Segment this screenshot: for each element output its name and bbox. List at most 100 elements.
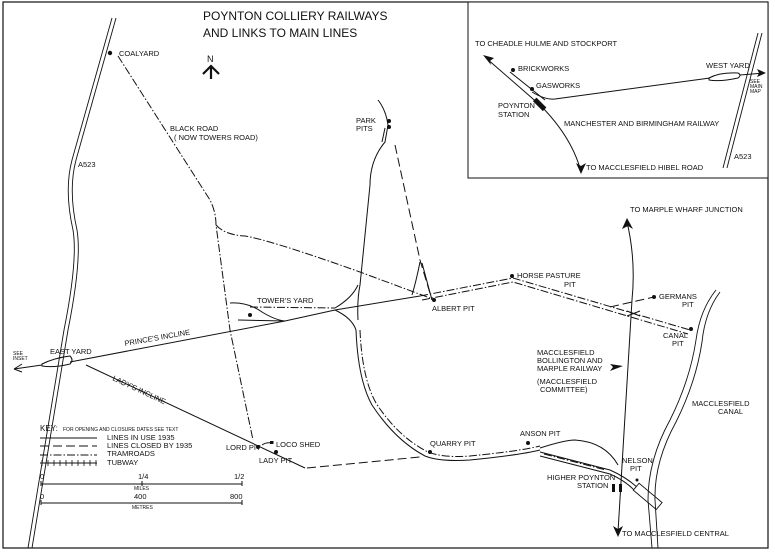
west-yard xyxy=(708,72,741,82)
poynton-station-marker xyxy=(532,97,547,112)
lord-pit-label: LORD PIT xyxy=(226,443,261,452)
scale-metres-unit: METRES xyxy=(132,505,154,511)
inset-see-main-1: SEE xyxy=(750,79,761,85)
key-item-tubway: TUBWAY xyxy=(107,458,138,467)
map-key: KEY: FOR OPENING AND CLOSURE DATES SEE T… xyxy=(40,424,192,467)
princes-incline xyxy=(69,295,421,363)
park-pit-marker-2 xyxy=(387,125,391,129)
horse-pasture-label-2: PIT xyxy=(564,280,576,289)
tramroad-east xyxy=(215,224,431,299)
macc-central-arrowhead-icon xyxy=(613,526,623,537)
black-road-label: BLACK ROAD xyxy=(170,124,219,133)
inset-brickworks-label: BRICKWORKS xyxy=(518,64,569,73)
inset-mbr-label: MANCHESTER AND BIRMINGHAM RAILWAY xyxy=(564,119,719,128)
scale-miles-half: 1/2 xyxy=(234,472,244,481)
crossing-mark-icon xyxy=(626,310,641,317)
albert-pit-marker xyxy=(432,298,436,302)
higher-poynton-label-2: STATION xyxy=(577,481,608,490)
cheadle-arrowhead-icon xyxy=(483,55,494,65)
anson-pit-marker xyxy=(526,441,530,445)
nelson-pit-label-1: NELSON xyxy=(622,456,653,465)
east-yard xyxy=(41,355,73,368)
anson-pit-label: ANSON PIT xyxy=(520,429,561,438)
horse-pasture-marker xyxy=(510,274,514,278)
inset-a523-label: A523 xyxy=(734,152,752,161)
inset-poynton-label-2: STATION xyxy=(498,110,529,119)
inset-see-main-3: MAP xyxy=(750,89,762,95)
inset-a523-road-2 xyxy=(726,32,763,169)
mbm-pointer-icon xyxy=(610,364,623,371)
mbm-label-5: COMMITTEE) xyxy=(540,385,588,394)
canal-pit-marker xyxy=(689,327,693,331)
macc-canal-label-1: MACCLESFIELD xyxy=(692,399,750,408)
towers-yard-marker xyxy=(248,313,252,317)
quarry-pit-marker xyxy=(428,450,432,454)
marple-wharf-label: TO MARPLE WHARF JUNCTION xyxy=(630,205,743,214)
macc-canal-label-2: CANAL xyxy=(718,407,743,416)
towers-road-label: ( NOW TOWERS ROAD) xyxy=(174,133,258,142)
inset-map: TO CHEADLE HULME AND STOCKPORT BRICKWORK… xyxy=(467,1,769,179)
horse-pasture-label-1: HORSE PASTURE xyxy=(517,271,581,280)
park-pits-lines xyxy=(357,99,433,321)
ladys-incline-label: LADY'S INCLINE xyxy=(111,374,167,407)
higher-poynton-platform-1 xyxy=(612,484,615,492)
inset-west-yard-label: WEST YARD xyxy=(706,61,750,70)
key-item-solid: LINES IN USE 1935 xyxy=(107,433,175,442)
closed-line-to-quarry xyxy=(306,456,421,469)
canal-pit-label-2: PIT xyxy=(672,339,684,348)
main-curve-line xyxy=(355,329,619,466)
key-heading: KEY: xyxy=(40,424,58,433)
map-title-line2: AND LINKS TO MAIN LINES xyxy=(203,26,357,40)
inset-cheadle-label: TO CHEADLE HULME AND STOCKPORT xyxy=(475,39,618,48)
germans-branch xyxy=(609,296,655,308)
inset-poynton-label-1: POYNTON xyxy=(498,101,535,110)
park-pits-label-2: PITS xyxy=(356,124,373,133)
higher-poynton-label-1: HIGHER POYNTON xyxy=(547,473,615,482)
coalyard-label: COALYARD xyxy=(119,49,160,58)
loco-shed-marker xyxy=(270,441,274,444)
mbm-label-1: MACCLESFIELD xyxy=(537,348,595,357)
see-inset-arrowhead-icon xyxy=(13,363,23,373)
scale-miles: 0 1/4 1/2 MILES xyxy=(40,472,244,492)
north-label: N xyxy=(207,54,214,64)
scale-metres-0: 0 xyxy=(40,492,44,501)
brickworks-marker xyxy=(511,68,515,72)
north-arrow-icon: N xyxy=(202,54,220,79)
key-item-dashed: LINES CLOSED BY 1935 xyxy=(107,441,192,450)
hibel-arrowhead-icon xyxy=(576,163,586,174)
lord-pit-marker xyxy=(256,445,260,449)
a523-road xyxy=(27,17,117,549)
key-note: FOR OPENING AND CLOSURE DATES SEE TEXT xyxy=(63,427,178,433)
scale-miles-quarter: 1/4 xyxy=(138,472,148,481)
a523-label: A523 xyxy=(78,160,96,169)
black-road-tramroad xyxy=(117,55,254,441)
see-inset-arrow-icon xyxy=(13,364,43,370)
mbm-label-4: (MACCLESFIELD xyxy=(537,377,598,386)
lady-pit-marker xyxy=(274,450,278,454)
macclesfield-canal xyxy=(647,289,721,549)
scale-metres-800: 800 xyxy=(230,492,243,501)
mbm-label-2: BOLLINGTON AND xyxy=(537,356,603,365)
scale-metres: 0 400 800 METRES xyxy=(40,492,243,511)
inset-a523-road-1 xyxy=(722,32,759,169)
key-item-dashdot: TRAMROADS xyxy=(107,449,155,458)
macc-central-label: TO MACCLESFIELD CENTRAL xyxy=(622,529,729,538)
inset-gasworks-label: GASWORKS xyxy=(536,81,580,90)
albert-pit-label: ALBERT PIT xyxy=(432,304,475,313)
see-inset-label-2: INSET xyxy=(13,356,28,362)
see-main-arrowhead-icon xyxy=(757,69,766,77)
coalyard-marker xyxy=(107,50,113,56)
nelson-pit-marker xyxy=(635,478,639,482)
quarry-pit-label: QUARRY PIT xyxy=(430,439,476,448)
towers-yard-label: TOWER'S YARD xyxy=(257,296,314,305)
towers-yard-lines xyxy=(229,284,359,331)
scale-metres-400: 400 xyxy=(134,492,147,501)
germans-pit-marker xyxy=(652,295,656,299)
inset-branch xyxy=(531,77,711,100)
germans-pit-label-2: PIT xyxy=(682,300,694,309)
ladys-incline xyxy=(85,364,306,469)
east-yard-label: EAST YARD xyxy=(50,347,92,356)
park-pits-label-1: PARK xyxy=(356,116,376,125)
mbm-railway xyxy=(617,221,634,533)
